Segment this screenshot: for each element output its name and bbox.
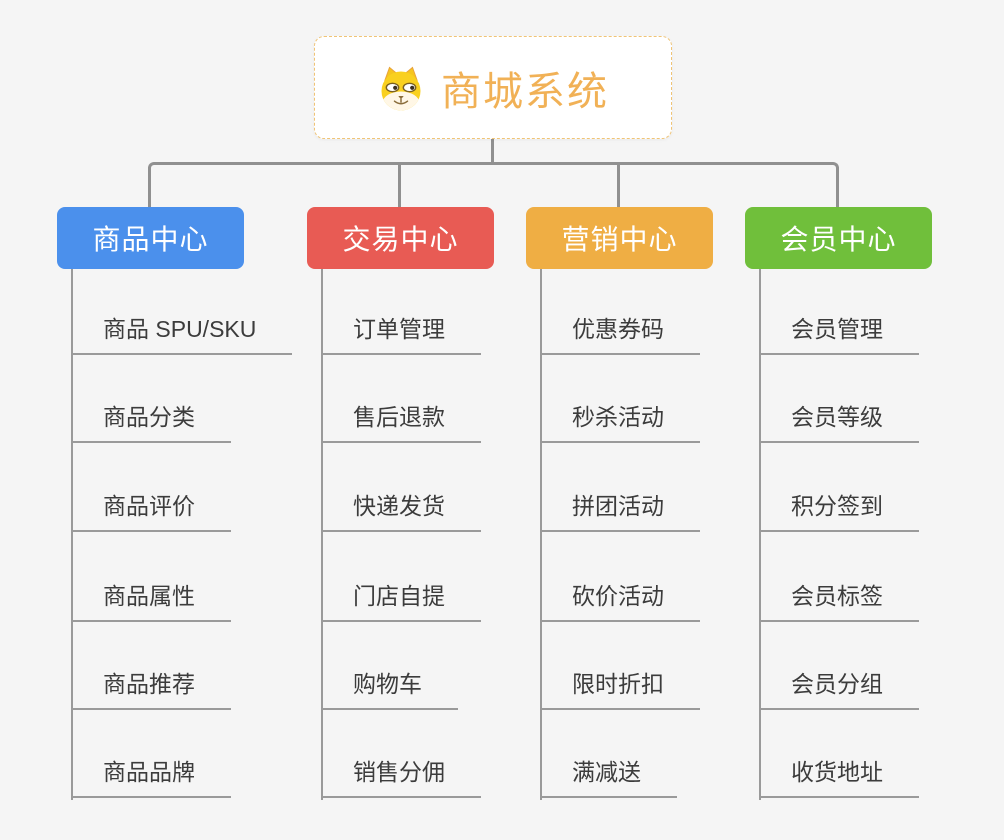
branch-node-member-center[interactable]: 会员中心 xyxy=(745,207,932,269)
branch-node-marketing-center[interactable]: 营销中心 xyxy=(526,207,713,269)
branch-node-product-center[interactable]: 商品中心 xyxy=(57,207,244,269)
leaf-node-coupon-code[interactable]: 优惠券码 xyxy=(540,314,700,355)
leaf-node-sales-commission[interactable]: 销售分佣 xyxy=(321,757,481,798)
branch-connector-frame xyxy=(148,162,839,209)
leaf-node-product-brand[interactable]: 商品品牌 xyxy=(71,757,231,798)
leaf-node-order-management[interactable]: 订单管理 xyxy=(321,314,481,355)
root-node-mall-system[interactable]: 商城系统 xyxy=(314,36,672,139)
branch-connector-stub xyxy=(617,165,620,208)
leaf-node-product-recommend[interactable]: 商品推荐 xyxy=(71,669,231,710)
leaf-node-product-review[interactable]: 商品评价 xyxy=(71,491,231,532)
branch-spine-line xyxy=(759,269,761,800)
leaf-node-full-reduction[interactable]: 满减送 xyxy=(540,757,677,798)
leaf-node-group-buy[interactable]: 拼团活动 xyxy=(540,491,700,532)
branch-spine-line xyxy=(71,269,73,800)
branch-node-trade-center[interactable]: 交易中心 xyxy=(307,207,494,269)
leaf-node-member-management[interactable]: 会员管理 xyxy=(759,314,919,355)
leaf-node-flash-sale[interactable]: 秒杀活动 xyxy=(540,402,700,443)
leaf-node-points-checkin[interactable]: 积分签到 xyxy=(759,491,919,532)
leaf-node-product-category[interactable]: 商品分类 xyxy=(71,402,231,443)
leaf-node-member-level[interactable]: 会员等级 xyxy=(759,402,919,443)
leaf-node-aftersale-refund[interactable]: 售后退款 xyxy=(321,402,481,443)
dog-face-icon xyxy=(381,66,421,110)
leaf-node-express-delivery[interactable]: 快递发货 xyxy=(321,491,481,532)
root-connector-line xyxy=(491,138,494,164)
branch-spine-line xyxy=(321,269,323,800)
leaf-node-limited-time-discount[interactable]: 限时折扣 xyxy=(540,669,700,710)
leaf-node-bargain-activity[interactable]: 砍价活动 xyxy=(540,581,700,622)
branch-spine-line xyxy=(540,269,542,800)
leaf-node-shopping-cart[interactable]: 购物车 xyxy=(321,669,458,710)
leaf-node-member-group[interactable]: 会员分组 xyxy=(759,669,919,710)
leaf-node-product-spu-sku[interactable]: 商品 SPU/SKU xyxy=(71,314,293,355)
leaf-node-store-pickup[interactable]: 门店自提 xyxy=(321,581,481,622)
leaf-node-member-tag[interactable]: 会员标签 xyxy=(759,581,919,622)
branch-connector-stub xyxy=(398,165,401,208)
leaf-node-product-attribute[interactable]: 商品属性 xyxy=(71,581,231,622)
root-title: 商城系统 xyxy=(441,69,609,114)
leaf-node-shipping-address[interactable]: 收货地址 xyxy=(759,757,919,798)
